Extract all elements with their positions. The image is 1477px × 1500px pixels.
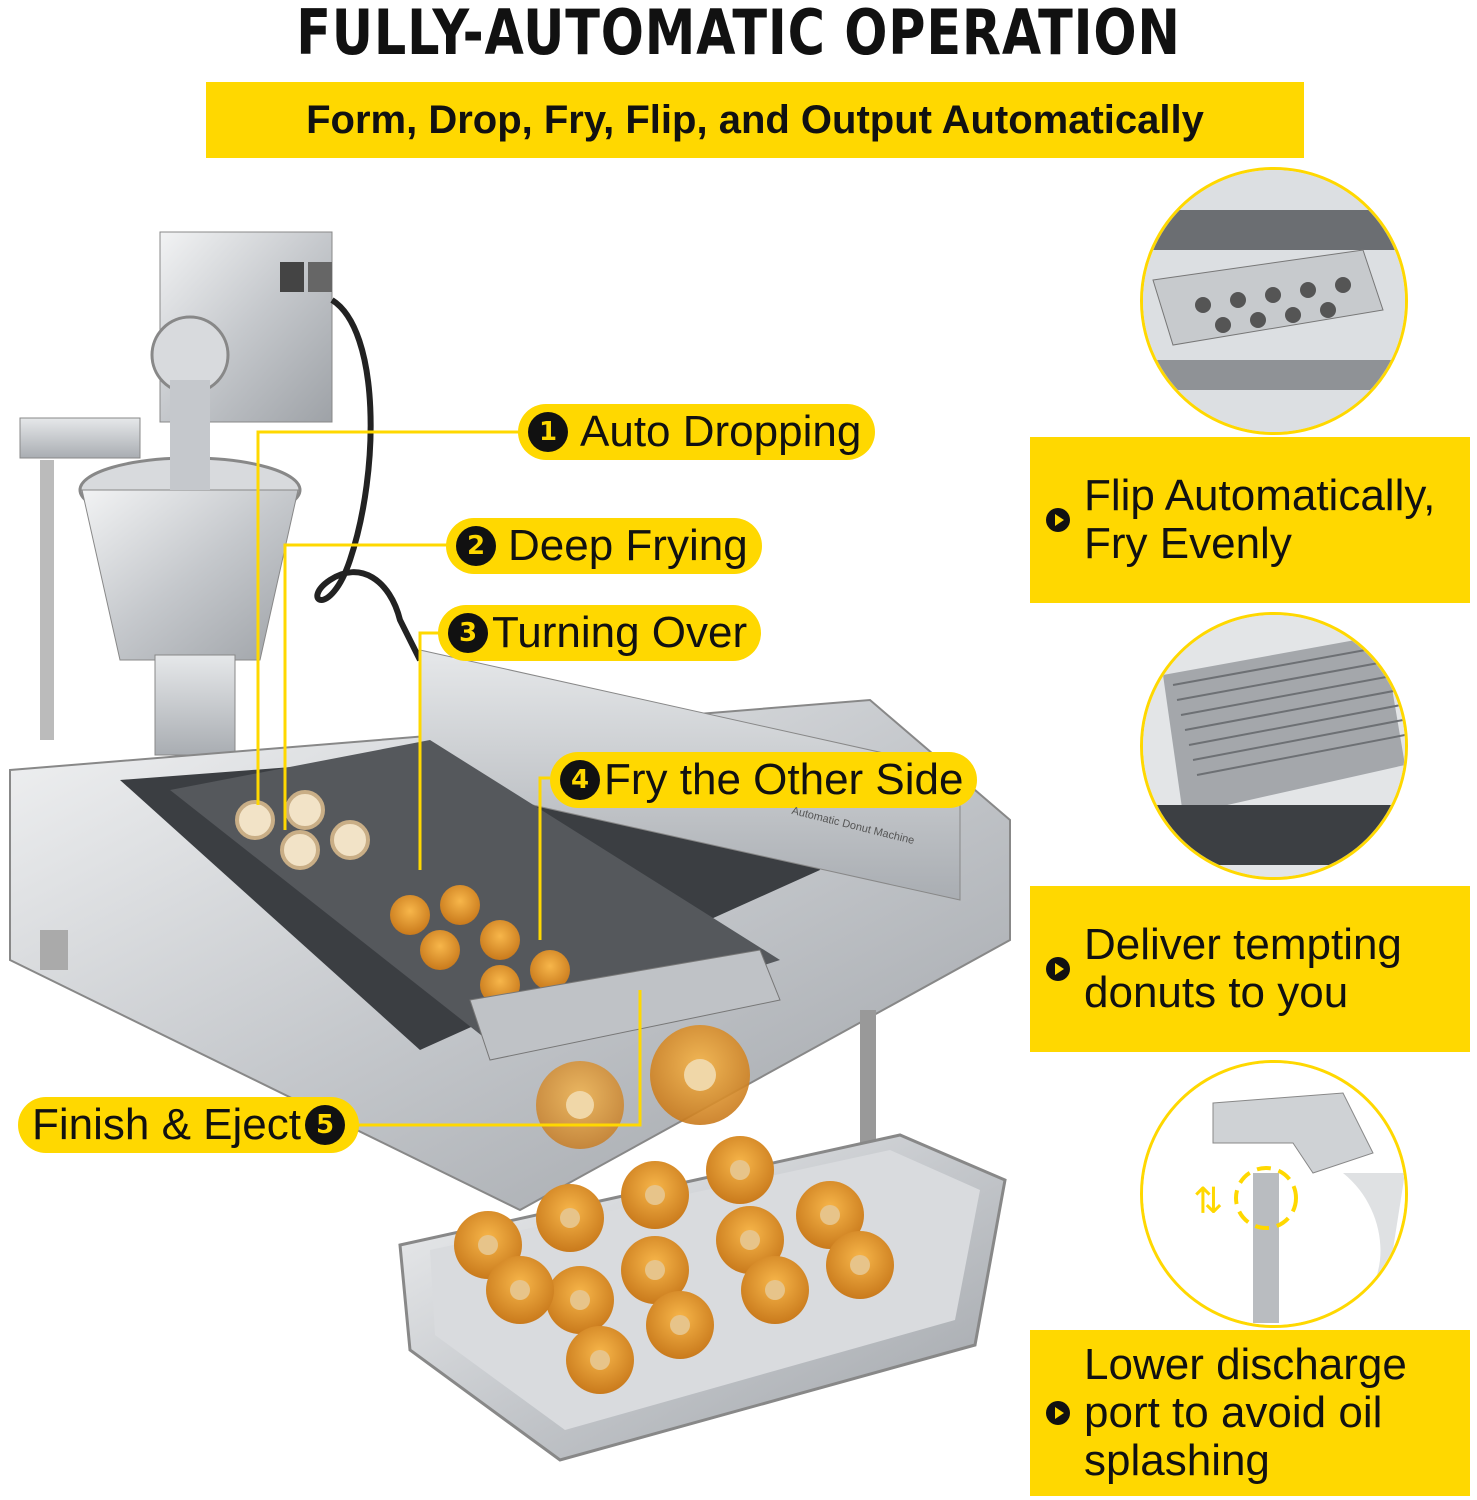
feature-text: Lower discharge port to avoid oil splash…: [1084, 1341, 1407, 1485]
feature-text: Deliver tempting donuts to you: [1084, 921, 1402, 1017]
feature-line: port to avoid oil: [1084, 1388, 1383, 1437]
conveyor-trays: [170, 740, 781, 1061]
step-number-badge: 4: [560, 760, 600, 800]
step-4-callout: 4 Fry the Other Side: [550, 752, 978, 808]
step-label: Fry the Other Side: [604, 755, 964, 804]
feature-line: Flip Automatically,: [1084, 471, 1436, 520]
step-label: Turning Over: [492, 608, 748, 657]
batter-hopper: [19, 315, 302, 756]
detail-discharge-port-photo: ⇅: [1140, 1060, 1408, 1328]
play-bullet-icon: [1046, 508, 1070, 532]
svg-text:⇅: ⇅: [1193, 1181, 1223, 1222]
step-3-callout: 3 Turning Over: [438, 605, 762, 661]
step-number-badge: 2: [456, 526, 496, 566]
step-1-callout: 1 Auto Dropping: [518, 404, 876, 460]
step-number-badge: 1: [528, 412, 568, 452]
falling-donuts: [536, 1025, 750, 1149]
play-bullet-icon: [1046, 957, 1070, 981]
feature-line: splashing: [1084, 1436, 1270, 1485]
step-number-badge: 5: [304, 1105, 345, 1145]
step-label: Deep Frying: [508, 521, 748, 570]
subheadline-text: Form, Drop, Fry, Flip, and Output Automa…: [306, 98, 1204, 142]
feature-lower-discharge: Lower discharge port to avoid oil splash…: [1030, 1330, 1470, 1496]
feature-line: Deliver tempting: [1084, 920, 1402, 969]
subheadline-banner: Form, Drop, Fry, Flip, and Output Automa…: [206, 82, 1304, 158]
detail-flipper-photo: [1140, 167, 1408, 435]
detail-conveyor-photo: [1140, 612, 1408, 880]
step-number-badge: 3: [448, 613, 488, 653]
step-label: Auto Dropping: [580, 407, 862, 456]
feature-deliver-donuts: Deliver tempting donuts to you: [1030, 886, 1470, 1052]
feature-line: Lower discharge: [1084, 1340, 1407, 1389]
donut-machine-illustration: [9, 231, 1011, 1462]
step-5-callout: Finish & Eject 5: [18, 1097, 359, 1153]
callout-leader-lines: [256, 430, 642, 1127]
feature-line: donuts to you: [1084, 968, 1349, 1017]
page-headline: FULLY-AUTOMATIC OPERATION: [296, 0, 1181, 69]
step-label: Finish & Eject: [32, 1100, 301, 1149]
output-tray: [398, 1133, 1007, 1462]
step-2-callout: 2 Deep Frying: [446, 518, 762, 574]
play-bullet-icon: [1046, 1401, 1070, 1425]
feature-line: Fry Evenly: [1084, 519, 1292, 568]
feature-text: Flip Automatically, Fry Evenly: [1084, 472, 1435, 568]
feature-flip-evenly: Flip Automatically, Fry Evenly: [1030, 437, 1470, 603]
power-cord: [314, 297, 423, 662]
